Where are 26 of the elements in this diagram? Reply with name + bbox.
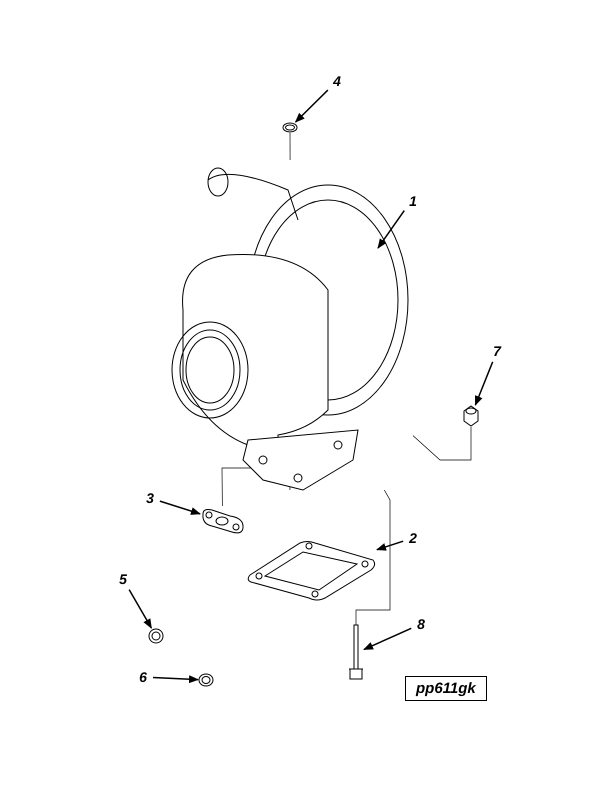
callout-number: 4 [330, 73, 344, 89]
callout-number: 7 [490, 343, 504, 359]
leader-arrow [377, 210, 405, 249]
washer-drawing [148, 628, 164, 644]
nut-drawing [462, 405, 480, 427]
callout-number: 2 [406, 530, 420, 546]
callout-number: 1 [406, 193, 420, 209]
leader-arrow [474, 362, 494, 406]
leader-arrow [376, 540, 404, 551]
callout-number: 8 [414, 616, 428, 632]
gasket-drawing [245, 540, 377, 602]
bolt-drawing [348, 625, 364, 681]
callout-number: 6 [136, 669, 150, 685]
washer-drawing [198, 673, 214, 687]
callout-number: 3 [143, 490, 157, 506]
leader-arrow [128, 589, 152, 629]
leader-arrow [160, 500, 201, 515]
leader-arrow [294, 90, 328, 123]
assembly-line [356, 490, 390, 626]
assembly-line [412, 426, 472, 460]
drawing-number: pp611gk [405, 676, 487, 701]
leader-arrow [152, 675, 199, 684]
gasket-drawing [200, 506, 245, 536]
o-ring-drawing [282, 122, 298, 133]
leader-arrow [363, 628, 412, 650]
callout-number: 5 [116, 571, 130, 587]
